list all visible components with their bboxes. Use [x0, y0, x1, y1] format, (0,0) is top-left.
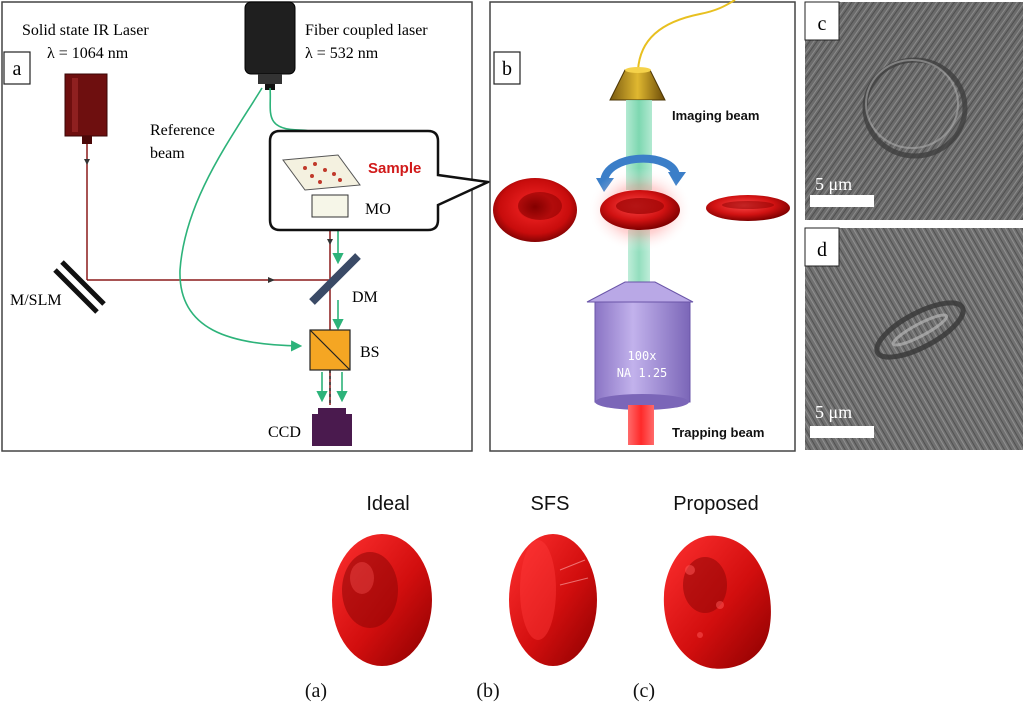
reference-beam-path — [179, 87, 303, 352]
comparison-title-ideal: Ideal — [366, 493, 409, 515]
trapping-beam-label: Trapping beam — [672, 425, 764, 440]
sfs-cell-render — [509, 534, 597, 666]
objective-top — [586, 281, 694, 303]
microscope-objective-icon — [311, 194, 349, 218]
ideal-cell-render — [332, 534, 432, 666]
sample-label: Sample — [368, 160, 421, 177]
objective-bottom — [595, 394, 689, 410]
panel-d-scale-bar — [810, 426, 874, 438]
ccd-label: CCD — [268, 424, 301, 441]
ir-beam-arrow-right — [268, 277, 275, 283]
comparison-caption-c: (c) — [633, 680, 655, 702]
objective-body — [594, 301, 691, 403]
trapping-beam — [628, 405, 654, 445]
panel-d: d 5 μm — [804, 227, 1023, 450]
dm-label: DM — [352, 289, 378, 306]
collimator-top — [625, 67, 651, 73]
reference-beam-label-2: beam — [150, 145, 185, 162]
objective-magnification: 100x — [628, 349, 657, 363]
ir-beam-arrow-up — [327, 239, 333, 245]
sample-slide-icon — [282, 154, 361, 191]
comparison-title-sfs: SFS — [531, 493, 570, 515]
panel-c-micrograph — [805, 2, 1023, 220]
panel-b: b Imaging beam 100x NA 1.25 Trapping — [489, 0, 796, 452]
panel-a-tag-box — [3, 51, 31, 85]
panel-d-tag: d — [817, 239, 827, 261]
panel-c-tag-box — [804, 1, 840, 41]
beam-splitter-icon — [309, 329, 351, 371]
panel-d-tag-box — [804, 227, 840, 267]
ir-beam-arrow-down — [84, 159, 90, 165]
rotation-arrow-head-right — [668, 172, 686, 186]
red-cell-right-dimple — [722, 201, 774, 209]
reference-beam-label-1: Reference — [150, 122, 215, 139]
mo-label: MO — [365, 201, 391, 218]
panel-a-tag: a — [13, 58, 22, 80]
trapped-cell-dimple — [616, 198, 664, 214]
imaging-beam-label: Imaging beam — [672, 108, 759, 123]
panel-c: c 5 μm — [804, 1, 1023, 220]
comparison-title-proposed: Proposed — [673, 493, 759, 515]
dm-mirror-icon — [309, 253, 361, 305]
fiber-laser-icon — [244, 1, 296, 90]
bs-label: BS — [360, 344, 380, 361]
panel-b-tag: b — [502, 58, 512, 80]
optical-fiber — [637, 0, 736, 71]
panel-d-cell — [874, 300, 966, 360]
comparison-row: Ideal SFS Proposed (a) (b) (c) — [305, 493, 771, 702]
fiber-laser-label: Fiber coupled laser — [305, 22, 428, 39]
ir-wavelength-label: λ = 1064 nm — [47, 45, 129, 62]
panel-c-scale-bar — [810, 195, 874, 207]
rotation-arrow — [600, 154, 680, 183]
comparison-caption-b: (b) — [476, 680, 499, 702]
panel-c-cell-halo — [865, 59, 959, 149]
proposed-cell-render — [663, 535, 771, 669]
panel-a: a Solid state IR Laser λ = 1064 nm Fiber… — [1, 1, 493, 452]
ir-laser-label: Solid state IR Laser — [22, 22, 149, 39]
comparison-caption-a: (a) — [305, 680, 327, 702]
panel-c-tag: c — [818, 13, 827, 35]
objective-na: NA 1.25 — [617, 366, 668, 380]
mslm-label: M/SLM — [10, 292, 62, 309]
mslm-mirror-icon — [53, 260, 106, 314]
panel-d-scale-label: 5 μm — [815, 402, 852, 422]
red-cell-left-dimple — [518, 192, 562, 220]
panel-c-scale-label: 5 μm — [815, 174, 852, 194]
ir-laser-icon — [64, 73, 108, 144]
ccd-camera-icon — [312, 408, 352, 446]
fiber-wavelength-label: λ = 532 nm — [305, 45, 379, 62]
panel-b-tag-box — [493, 51, 521, 85]
